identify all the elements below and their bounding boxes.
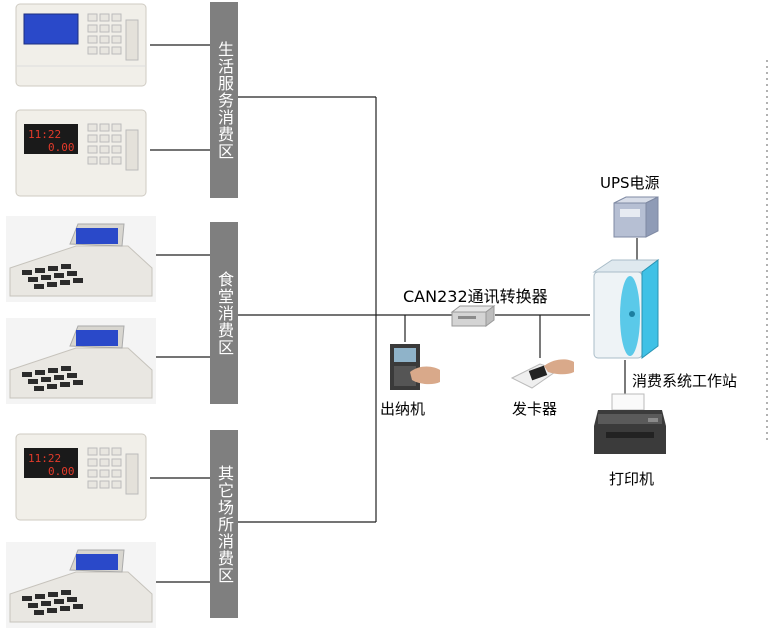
led-time: 11:22 bbox=[28, 452, 61, 465]
ups-label: UPS电源 bbox=[600, 174, 660, 192]
led-time: 11:22 bbox=[28, 128, 61, 141]
desktop-pos-terminal bbox=[6, 542, 156, 628]
converter-label: CAN232通讯转换器 bbox=[403, 287, 548, 306]
wall-terminal-lcd bbox=[15, 3, 147, 87]
can232-converter-icon bbox=[450, 305, 496, 327]
card-issuer-label: 发卡器 bbox=[512, 400, 558, 418]
zone-label: 食堂消费区 bbox=[215, 270, 234, 356]
zone-bar-other-places: 其它场所消费区 bbox=[210, 430, 238, 618]
desktop-pos-terminal bbox=[6, 216, 156, 302]
zone-bar-canteen: 食堂消费区 bbox=[210, 222, 238, 404]
cashier-machine-icon bbox=[390, 344, 440, 390]
zone-label: 生活服务消费区 bbox=[215, 40, 234, 160]
zone-label: 其它场所消费区 bbox=[215, 464, 234, 584]
wall-terminal-led: 11:22 0.00 bbox=[15, 433, 147, 521]
ups-power-icon bbox=[613, 196, 659, 238]
printer-label: 打印机 bbox=[609, 470, 655, 488]
led-amount: 0.00 bbox=[48, 465, 75, 478]
card-issuer-icon bbox=[510, 359, 574, 389]
workstation-server-icon bbox=[592, 259, 660, 359]
workstation-label: 消费系统工作站 bbox=[632, 372, 738, 390]
led-amount: 0.00 bbox=[48, 141, 75, 154]
zone-bar-living-service: 生活服务消费区 bbox=[210, 2, 238, 198]
desktop-pos-terminal bbox=[6, 318, 156, 404]
cashier-label: 出纳机 bbox=[380, 400, 426, 418]
wall-terminal-led: 11:22 0.00 bbox=[15, 109, 147, 197]
printer-icon bbox=[594, 393, 666, 454]
